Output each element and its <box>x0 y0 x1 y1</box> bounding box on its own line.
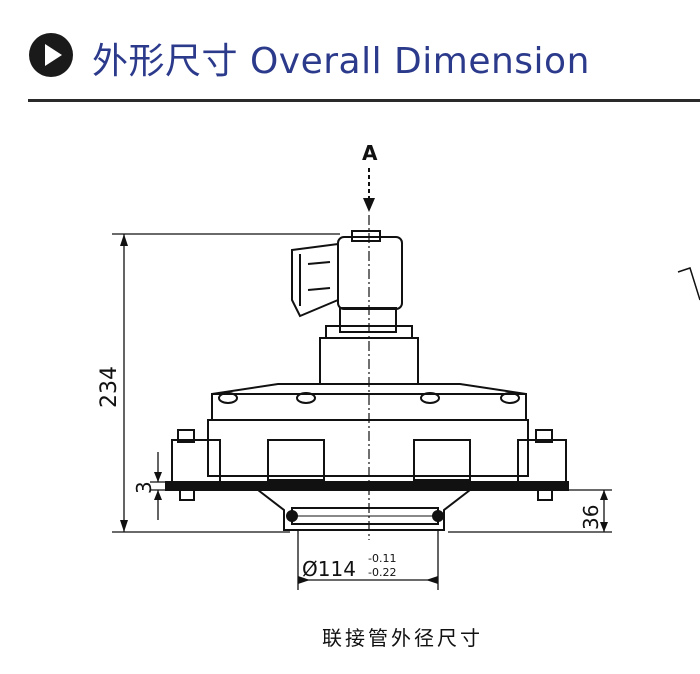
outlet-pipe <box>257 489 471 531</box>
flange-thickness-label: 3 <box>132 481 156 494</box>
diameter-label: Ø114 <box>302 557 356 581</box>
solenoid-coil <box>291 230 403 318</box>
partial-side-view <box>677 267 700 301</box>
outlet-height-dimension <box>448 489 612 533</box>
height-dimension <box>112 233 340 533</box>
valve-body <box>207 419 529 481</box>
view-label: A <box>362 141 378 165</box>
play-circle-icon <box>29 33 73 77</box>
height-dimension-label: 234 <box>97 366 122 408</box>
valve-dimension-drawing: A <box>97 141 700 590</box>
tolerance-lower: -0.22 <box>368 566 396 579</box>
view-arrow <box>363 168 375 212</box>
tolerance-upper: -0.11 <box>368 552 396 565</box>
flange-thickness-dimension <box>150 452 172 520</box>
mounting-flange <box>165 481 569 491</box>
section-header: 外形尺寸 Overall Dimension <box>28 28 700 86</box>
page-title: 外形尺寸 Overall Dimension <box>92 41 590 82</box>
drawing-caption: 联接管外径尺寸 <box>322 626 483 650</box>
diameter-dimension <box>297 530 439 590</box>
outlet-height-label: 36 <box>579 505 603 530</box>
header-divider <box>28 99 700 102</box>
